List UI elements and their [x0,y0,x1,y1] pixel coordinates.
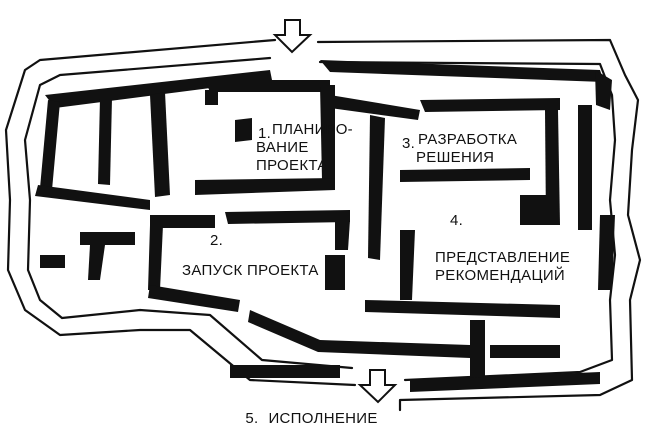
maze-wall-segment [365,300,560,318]
maze-wall-segment [335,220,350,250]
stage-3-label: 3. РАЗРАБОТКА РЕШЕНИЯ [402,131,517,166]
stage-1-label: 1. ПЛАНИРО- ВАНИЕ ПРОЕКТА [256,121,353,174]
maze-wall-segment [148,285,240,312]
maze-wall-segment [320,60,604,82]
maze-wall-segment [595,70,612,110]
maze-wall-segment [400,168,530,182]
stage-5-label: 5. ИСПОЛНЕНИЕ [0,410,663,427]
maze-wall-segment [248,310,470,358]
maze-wall-segment [40,100,60,190]
stage-2-line1: ЗАПУСК ПРОЕКТА [182,262,319,279]
maze-wall-segment [368,115,385,260]
stage-1-line1: ПЛАНИРО- [272,121,353,138]
maze-wall-segment [235,118,252,142]
maze-wall-segment [150,92,170,197]
maze-wall-segment [148,225,163,290]
maze-wall-segment [230,365,340,378]
maze-wall-segment [205,90,218,105]
maze-wall-segment [578,105,592,230]
arrow-down-icon [357,369,398,404]
maze-wall-segment [40,255,65,268]
maze-wall-segment [420,98,560,112]
maze-wall-segment [88,245,105,280]
maze-wall-segment [225,210,350,224]
maze-wall-segment [330,95,420,120]
stage-3-line1: РАЗРАБОТКА [418,131,517,148]
maze-wall-segment [470,320,485,380]
maze-wall-segment [98,98,112,185]
maze-wall-segment [410,372,600,392]
stage-3-line2: РЕШЕНИЯ [416,149,494,166]
maze-wall-segment [320,85,335,180]
stage-4-line1: ПРЕДСТАВЛЕНИЕ [435,249,570,266]
maze-wall-segment [598,215,615,290]
stage-1-number: 1. [258,125,271,142]
stage-1-line3: ПРОЕКТА [256,157,328,174]
arrow-down-icon [272,19,313,54]
maze-wall-segment [35,185,150,210]
stage-5-number: 5. [245,410,259,427]
stage-5-line1: ИСПОЛНЕНИЕ [268,410,378,427]
stage-3-number: 3. [402,135,415,152]
maze-wall-segment [80,232,135,245]
stage-1-line2: ВАНИЕ [256,139,309,156]
stage-4-label: 4. ПРЕДСТАВЛЕНИЕ РЕКОМЕНДАЦИЙ [435,212,570,284]
maze-wall-segment [520,195,550,225]
maze-outer-wall [4,38,642,412]
maze-wall-segment [325,255,345,290]
maze-wall-segment [400,230,415,300]
maze-wall-segment [195,178,335,195]
maze-wall-segment [205,80,330,92]
maze-wall-segment [150,215,215,228]
maze-corridors [35,60,615,392]
maze-wall-segment [490,345,560,358]
stage-2-number: 2. [210,232,223,249]
stage-2-label: 2. ЗАПУСК ПРОЕКТА [182,232,319,279]
stage-4-number: 4. [450,212,463,229]
stage-4-line2: РЕКОМЕНДАЦИЙ [435,266,565,284]
